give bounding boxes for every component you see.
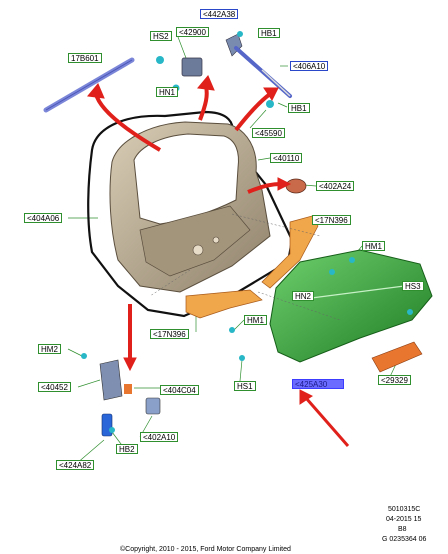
motor-402A24: [285, 178, 307, 194]
label-40110: <40110: [270, 153, 303, 163]
drawing-date: 04-2015 15: [386, 516, 422, 523]
alignment-lines: [149, 213, 341, 321]
bracket-17N396-lower: [185, 289, 263, 319]
fastener-hs1: [239, 355, 245, 361]
label-HM1-upper: HM1: [362, 241, 385, 251]
fastener-hb2: [109, 427, 115, 433]
label-HM2: HM2: [38, 344, 61, 354]
label-404C04: <404C04: [160, 385, 199, 395]
label-442A38: <442A38: [200, 9, 239, 19]
fastener-hm2: [81, 353, 87, 359]
label-404A06: <404A06: [24, 213, 63, 223]
label-424A82: <424A82: [56, 460, 95, 470]
spoiler-425A30: [269, 249, 433, 363]
label-HS3: HS3: [402, 281, 424, 291]
label-HB1-top: HB1: [258, 28, 280, 38]
label-402A10: <402A10: [140, 432, 179, 442]
liftgate-inner-panel: [139, 205, 251, 277]
liftgate-hole: [192, 244, 204, 256]
label-40452: <40452: [38, 382, 71, 392]
switch-402A10: [145, 397, 161, 415]
hinge-42900: [181, 57, 203, 77]
label-42900: <42900: [176, 27, 209, 37]
label-HB1-strut: HB1: [288, 103, 310, 113]
fastener-hm1-lower: [229, 327, 235, 333]
fastener-hb1-top: [237, 31, 243, 37]
label-29329: <29329: [378, 375, 411, 385]
liftgate-hole: [212, 236, 220, 244]
red-arrows: [87, 75, 350, 447]
label-402A24: <402A24: [316, 181, 355, 191]
fastener-hb1-strut: [266, 100, 274, 108]
label-45590: <45590: [252, 128, 285, 138]
label-406A10: <406A10: [290, 61, 329, 71]
weatherstrip-edge: [45, 59, 133, 111]
fastener-hm1: [349, 257, 355, 263]
label-425A30-highlighted: <425A30: [292, 379, 344, 389]
handle-424A82: [101, 413, 113, 437]
label-17B601: 17B601: [68, 53, 102, 63]
latch-40452: [99, 359, 123, 401]
drawing-revision: B8: [398, 526, 407, 533]
label-HB2: HB2: [116, 444, 138, 454]
fastener-hn2: [329, 269, 335, 275]
label-HS1: HS1: [234, 381, 256, 391]
clip-404C04: [124, 384, 132, 394]
label-17N396-lower: <17N396: [150, 329, 189, 339]
gas-strut-rod: [261, 69, 291, 97]
copyright-notice: ©Copyright, 2010 - 2015, Ford Motor Comp…: [120, 546, 291, 553]
label-HN2: HN2: [292, 291, 315, 301]
drawing-code: 5010315C: [388, 506, 421, 513]
label-17N396-upper: <17N396: [312, 215, 351, 225]
fastener-hs3: [407, 309, 413, 315]
label-HS2: HS2: [150, 31, 172, 41]
spoiler-highlight: [295, 283, 421, 301]
bracket-442A38: [225, 33, 243, 57]
trim-strip-29329: [371, 341, 423, 373]
drawing-number: G 0235364 06: [382, 536, 427, 543]
fastener-hs2: [156, 56, 164, 64]
label-HN1: HN1: [156, 87, 179, 97]
label-HM1-lower: HM1: [244, 315, 267, 325]
